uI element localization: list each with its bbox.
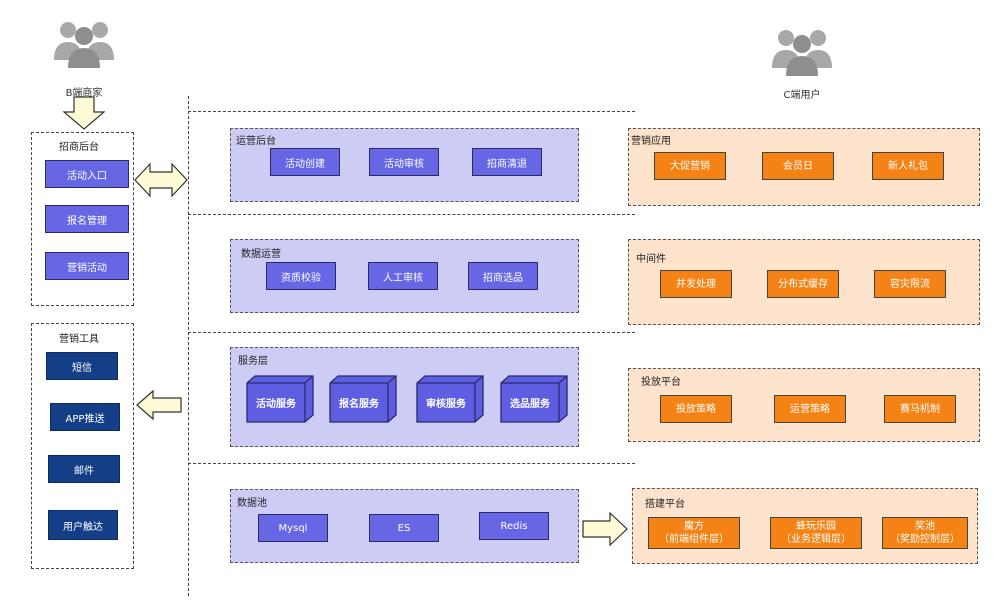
activity-create-button[interactable]: 活动创建 [270, 148, 340, 176]
es-button[interactable]: ES [369, 514, 439, 542]
right-arrow-icon [582, 511, 628, 547]
activity-service-label: 活动服务 [256, 399, 296, 410]
separator-line-4 [188, 463, 635, 464]
recruit-backend-title: 招商后台 [59, 142, 99, 153]
mysql-button[interactable]: Mysql [258, 514, 328, 542]
delivery-strategy-button[interactable]: 投放策略 [660, 395, 732, 423]
disaster-throttle-button[interactable]: 容灾限流 [874, 270, 946, 298]
separator-line-3 [188, 332, 635, 333]
bee-park-name: 蜂玩乐园 [796, 521, 836, 532]
separator-line-1 [188, 111, 635, 112]
rubik-button[interactable]: 魔方 （前端组件层） [648, 517, 740, 549]
rubik-layer: （前端组件层） [659, 534, 729, 545]
double-arrow-icon [134, 162, 188, 198]
manual-review-button[interactable]: 人工审核 [368, 262, 438, 290]
left-arrow-icon [136, 389, 182, 421]
marketing-activity-button[interactable]: 营销活动 [45, 252, 129, 280]
bee-park-layer: （业务逻辑层） [781, 534, 851, 545]
distributed-cache-button[interactable]: 分布式缓存 [767, 270, 839, 298]
selection-service-cube [500, 375, 568, 423]
ops-backend-title: 运营后台 [236, 136, 276, 147]
email-button[interactable]: 邮件 [48, 455, 120, 483]
activity-entry-button[interactable]: 活动入口 [45, 160, 129, 188]
activity-service-cube [246, 375, 314, 423]
sms-button[interactable]: 短信 [46, 352, 118, 380]
prize-pool-button[interactable]: 奖池 （奖励控制层） [882, 517, 968, 549]
prize-pool-name: 奖池 [915, 521, 935, 532]
member-day-button[interactable]: 会员日 [762, 152, 834, 180]
signup-management-button[interactable]: 报名管理 [45, 205, 129, 233]
newcomer-gift-button[interactable]: 新人礼包 [872, 152, 944, 180]
review-service-label: 审核服务 [426, 399, 466, 410]
down-arrow-icon [62, 96, 106, 130]
ops-strategy-button[interactable]: 运营策略 [774, 395, 846, 423]
selection-service-label: 选品服务 [510, 399, 550, 410]
redis-button[interactable]: Redis [479, 512, 549, 540]
signup-service-cube [329, 375, 397, 423]
recruit-clear-button[interactable]: 招商清退 [472, 148, 542, 176]
horse-race-button[interactable]: 赛马机制 [884, 395, 956, 423]
activity-review-button[interactable]: 活动审核 [369, 148, 439, 176]
marketing-tools-title: 营销工具 [59, 334, 99, 345]
marketing-apps-title: 营销应用 [631, 136, 671, 147]
c-user-label: C端用户 [783, 90, 821, 101]
b-merchant-label: B端商家 [65, 88, 103, 99]
user-reach-button[interactable]: 用户触达 [48, 510, 118, 540]
signup-service-label: 报名服务 [339, 399, 379, 410]
marketing-tools-box [31, 323, 134, 569]
app-push-button[interactable]: APP推送 [50, 403, 120, 431]
middleware-title: 中间件 [636, 254, 666, 265]
delivery-platform-title: 投放平台 [641, 377, 681, 388]
build-platform-title: 搭建平台 [645, 499, 685, 510]
rubik-name: 魔方 [684, 521, 704, 532]
recruit-selection-button[interactable]: 招商选品 [468, 262, 538, 290]
big-promo-button[interactable]: 大促营销 [654, 152, 726, 180]
c-user-users-icon [772, 30, 832, 76]
qualification-check-button[interactable]: 资质校验 [266, 262, 336, 290]
recruit-backend-box [31, 132, 134, 306]
review-service-cube [416, 375, 484, 423]
bee-park-button[interactable]: 蜂玩乐园 （业务逻辑层） [770, 517, 862, 549]
prize-pool-layer: （奖励控制层） [890, 534, 960, 545]
data-pool-title: 数据池 [237, 498, 267, 509]
concurrency-button[interactable]: 并发处理 [660, 270, 732, 298]
separator-line-2 [188, 214, 635, 215]
data-ops-title: 数据运营 [241, 249, 281, 260]
vertical-separator [188, 96, 189, 596]
service-layer-title: 服务层 [238, 356, 268, 367]
b-merchant-users-icon [54, 22, 114, 68]
